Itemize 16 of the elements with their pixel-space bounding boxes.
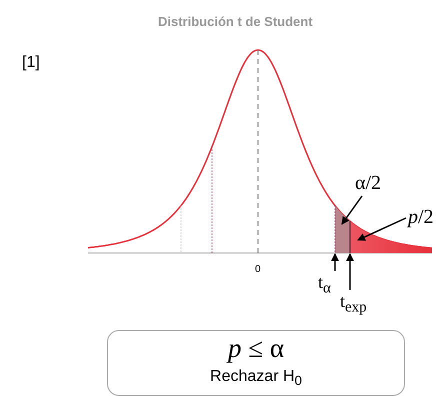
math-label: t$_{exp}$: [340, 292, 367, 316]
leader-arrow: [346, 253, 354, 290]
leader-arrow: [357, 217, 406, 241]
math-label: p/2: [408, 207, 434, 227]
math-label: t$_{α}$: [318, 273, 331, 297]
axis-tick-label: 0: [255, 265, 261, 275]
chart-title: Distribución t de Student: [158, 15, 313, 28]
decision-text: Rechazar H$_{0}$: [209, 369, 303, 388]
critical-value-line: [334, 206, 336, 253]
shaded-tail-area: [335, 206, 350, 253]
leader-arrow: [341, 196, 363, 225]
math-label: α/2: [355, 173, 382, 193]
reference-number: [1]: [22, 55, 40, 71]
critical-value-line: [349, 221, 351, 253]
condition-formula: p ≤ α: [226, 335, 285, 362]
leader-arrow: [331, 253, 339, 271]
